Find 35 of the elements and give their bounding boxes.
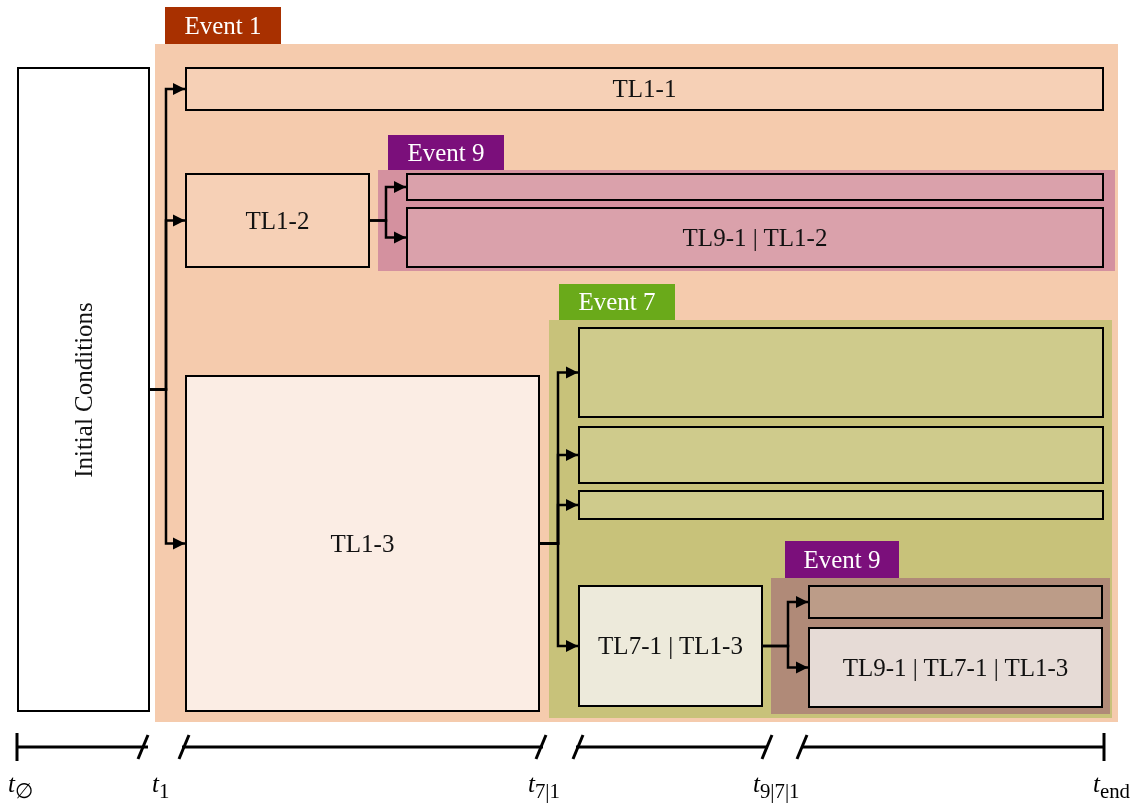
event-tab: Event 7 (559, 284, 675, 320)
empty-timeline-box (808, 585, 1103, 619)
event-panel (378, 135, 1115, 271)
event-tab: Event 9 (388, 135, 504, 170)
empty-timeline-box (406, 173, 1104, 201)
arrow (150, 388, 185, 550)
timeline-box (185, 173, 370, 268)
time-label: t$_{1}$ (152, 770, 170, 804)
timeline-box (578, 585, 763, 707)
time-label: t$_{7|1}$ (528, 770, 560, 804)
box-label: TL7-1 | TL1-3 (598, 632, 743, 660)
timeline-box (17, 67, 150, 712)
empty-timeline-box (578, 426, 1104, 484)
arrow (763, 644, 808, 674)
timeline-box (185, 375, 540, 712)
event-tab: Event 9 (785, 541, 899, 578)
empty-timeline-box (578, 327, 1104, 418)
event-panel (771, 541, 1110, 714)
timeline-box (406, 207, 1104, 268)
timeline-box (808, 627, 1103, 708)
time-label: t$_{∅}$ (8, 770, 33, 804)
event-panel (155, 7, 1118, 722)
time-label: t$_{end}$ (1093, 770, 1131, 804)
box-label: Initial Conditions (69, 301, 98, 478)
box-label: TL1-3 (330, 529, 395, 558)
time-label: t$_{9|7|1}$ (753, 770, 800, 804)
arrow (370, 219, 406, 244)
empty-timeline-box (578, 490, 1104, 520)
box-label: TL1-2 (245, 206, 310, 235)
event-tab: Event 1 (165, 7, 281, 44)
box-label: TL1-1 (612, 75, 677, 103)
timeline-box (185, 67, 1104, 111)
box-label: TL9-1 | TL1-2 (682, 223, 828, 252)
box-label: TL9-1 | TL7-1 | TL1-3 (842, 653, 1069, 682)
event-panel (549, 284, 1112, 718)
